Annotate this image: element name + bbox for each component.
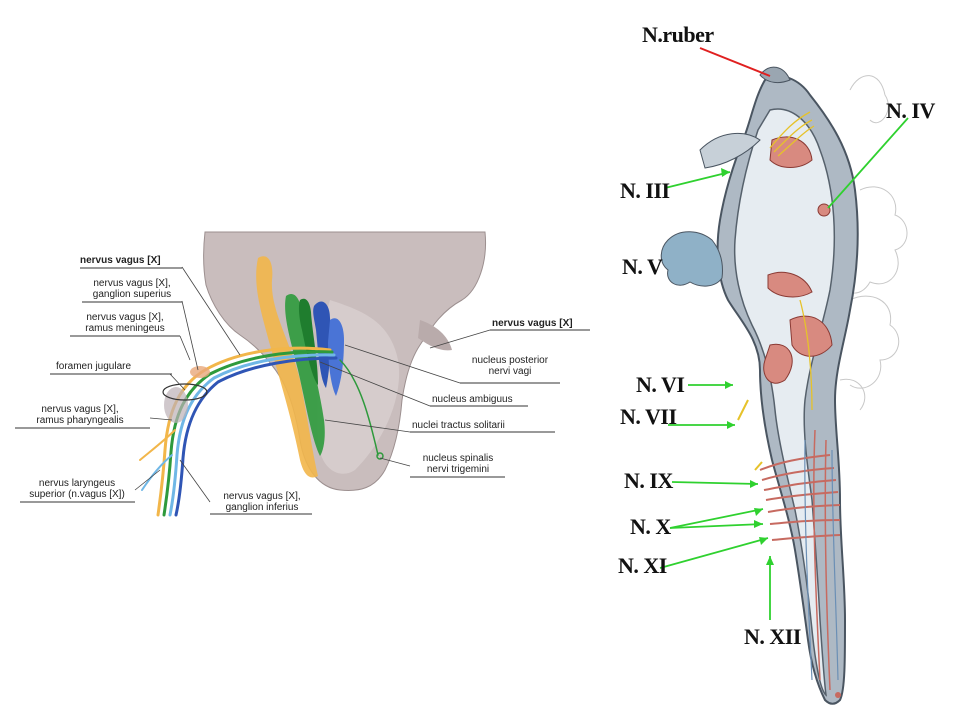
peduncle-flap (699, 132, 761, 169)
label-n-x: N. X (630, 514, 671, 539)
pointer-ruber (699, 47, 771, 77)
label-foramen-jugulare: foramen jugulare (56, 361, 132, 372)
label-ganglion-inferius: nervus vagus [X], ganglion inferius (212, 491, 312, 513)
foramen-ring (162, 383, 208, 401)
label-n-v: N. V (622, 254, 663, 279)
label-n-xii: N. XII (744, 624, 801, 649)
ganglion-inferius (164, 387, 188, 423)
label-laryngeus-superior: nervus laryngeus superior (n.vagus [X]) (18, 478, 136, 500)
tectum (759, 66, 791, 84)
label-ramus-meningeus: nervus vagus [X], ramus meningeus (70, 312, 180, 334)
nucleus-ambiguus-band (298, 298, 318, 385)
nucleus-tractus-band (285, 293, 325, 456)
label-ganglion-inferius-line2: ganglion inferius (225, 502, 299, 513)
label-ramus-meningeus-line2: ramus meningeus (85, 323, 165, 334)
label-ganglion-superius: nervus vagus [X], ganglion superius (82, 278, 182, 300)
label-n-ruber: N.ruber (642, 22, 714, 47)
underline-rules (15, 267, 590, 515)
spinal-nucleus-end (376, 452, 384, 460)
ventricle (733, 108, 836, 697)
label-nucleus-spinalis-line2: nervi trigemini (426, 464, 490, 475)
central-vessels (813, 429, 831, 691)
label-nucleus-spinalis-line1: nucleus spinalis (422, 453, 494, 464)
label-laryngeus-line1: nervus laryngeus (38, 478, 116, 489)
nuclei-red (763, 136, 833, 384)
label-vagus-right: nervus vagus [X] (492, 318, 573, 329)
label-n-iii: N. III (620, 178, 670, 203)
label-ramus-meningeus-line1: nervus vagus [X], (86, 312, 164, 323)
nucleus-spinalis-band (256, 256, 318, 478)
label-n-xi: N. XI (618, 553, 667, 578)
cerebellar-peduncle (418, 320, 452, 351)
ganglion-superius (190, 366, 210, 378)
nucleus-yellow (769, 111, 815, 411)
nucleus-posterior-band (313, 301, 331, 388)
label-nucleus-spinalis: nucleus spinalis nervi trigemini (410, 453, 506, 475)
label-nuclei-tractus: nuclei tractus solitarii (412, 420, 505, 431)
label-n-iv: N. IV (886, 98, 935, 123)
label-laryngeus-line2: superior (n.vagus [X]) (29, 489, 125, 500)
central-tracts (804, 439, 839, 681)
nerve-stubs (737, 399, 763, 471)
label-ramus-pharyngealis-line1: nervus vagus [X], (41, 404, 119, 415)
label-nucleus-ambiguus: nucleus ambiguus (432, 394, 513, 405)
caudal-end (835, 692, 841, 698)
label-vagus-top-left: nervus vagus [X] (80, 255, 161, 266)
label-nucleus-posterior: nucleus posterior nervi vagi (460, 355, 560, 377)
label-ganglion-superius-line1: nervus vagus [X], (93, 278, 171, 289)
label-nucleus-posterior-line1: nucleus posterior (471, 355, 549, 366)
label-ramus-pharyngealis: nervus vagus [X], ramus pharyngealis (15, 404, 145, 426)
background-tissue (839, 75, 908, 411)
label-n-ix: N. IX (624, 468, 673, 493)
vagus-bundle (139, 346, 379, 517)
label-nucleus-posterior-line2: nervi vagi (488, 366, 532, 377)
label-ramus-pharyngealis-line2: ramus pharyngealis (36, 415, 124, 426)
label-n-vii: N. VII (620, 404, 677, 429)
leader-lines (134, 266, 491, 503)
label-ganglion-inferius-line1: nervus vagus [X], (223, 491, 301, 502)
label-ganglion-superius-line2: ganglion superius (92, 289, 172, 300)
trigeminal-stump (660, 231, 723, 287)
pointer-heads (721, 168, 774, 565)
label-n-vi: N. VI (636, 372, 685, 397)
